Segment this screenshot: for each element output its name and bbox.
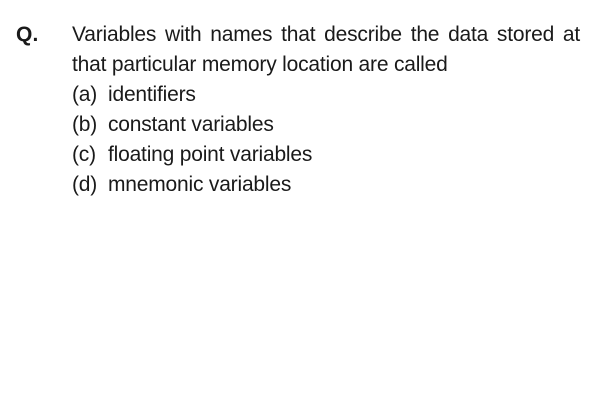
option-b: (b) constant variables	[72, 110, 312, 140]
option-letter: (a)	[72, 83, 98, 106]
option-text: floating point variables	[108, 143, 313, 166]
option-a: (a) identifiers	[72, 80, 312, 110]
option-text: identifiers	[108, 83, 196, 106]
question-text: Variables with names that describe the d…	[72, 23, 580, 76]
options-list: (a) identifiers (b) constant variables (…	[72, 80, 312, 200]
option-text: constant variables	[108, 113, 274, 136]
option-letter: (b)	[72, 113, 98, 136]
option-c: (c) floating point variables	[72, 140, 312, 170]
option-d: (d) mnemonic variables	[72, 170, 312, 200]
option-letter: (d)	[72, 173, 98, 196]
question-label: Q.	[16, 23, 39, 46]
option-text: mnemonic variables	[108, 173, 292, 196]
option-letter: (c)	[72, 143, 96, 166]
